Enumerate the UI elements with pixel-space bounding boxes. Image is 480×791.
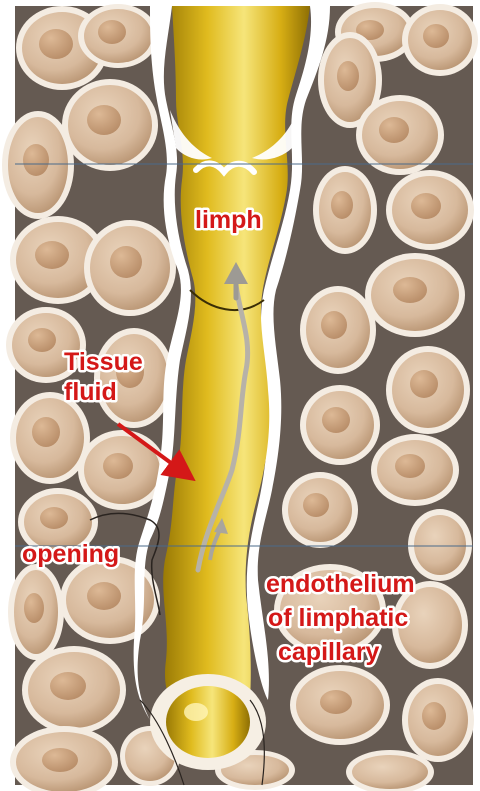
tissue-cell bbox=[313, 166, 377, 254]
label-opening: opening bbox=[22, 540, 119, 568]
tissue-cell bbox=[22, 646, 126, 734]
tissue-cell bbox=[356, 95, 444, 175]
tissue-cell bbox=[365, 253, 465, 337]
tissue-cell bbox=[300, 286, 376, 374]
tissue-cell bbox=[78, 4, 158, 68]
tissue-cell bbox=[290, 665, 390, 745]
tissue-cell bbox=[300, 385, 380, 465]
label-endothelium-line2: of limphatic bbox=[268, 604, 408, 632]
capillary-bulb bbox=[166, 686, 250, 758]
tissue-cell bbox=[8, 564, 64, 660]
tissue-cell bbox=[84, 220, 176, 316]
tissue-cell bbox=[62, 79, 158, 171]
label-endothelium-line3: capillary bbox=[278, 638, 380, 666]
tissue-cell bbox=[371, 434, 459, 506]
tissue-cell bbox=[402, 4, 478, 76]
bulb-highlight bbox=[184, 703, 208, 721]
tissue-cell bbox=[60, 556, 160, 644]
label-endothelium-line1: endothelium bbox=[266, 570, 415, 598]
label-limph: limph bbox=[195, 206, 262, 234]
tissue-cell bbox=[2, 111, 74, 219]
tissue-cell bbox=[408, 509, 472, 581]
label-tissue-fluid-line2: fluid bbox=[64, 378, 117, 406]
tissue-cell bbox=[386, 346, 470, 434]
tissue-cell bbox=[386, 170, 474, 250]
tissue-cell bbox=[282, 472, 358, 548]
label-tissue-fluid-line1: Tissue bbox=[64, 348, 143, 376]
tissue-cell bbox=[402, 678, 474, 762]
